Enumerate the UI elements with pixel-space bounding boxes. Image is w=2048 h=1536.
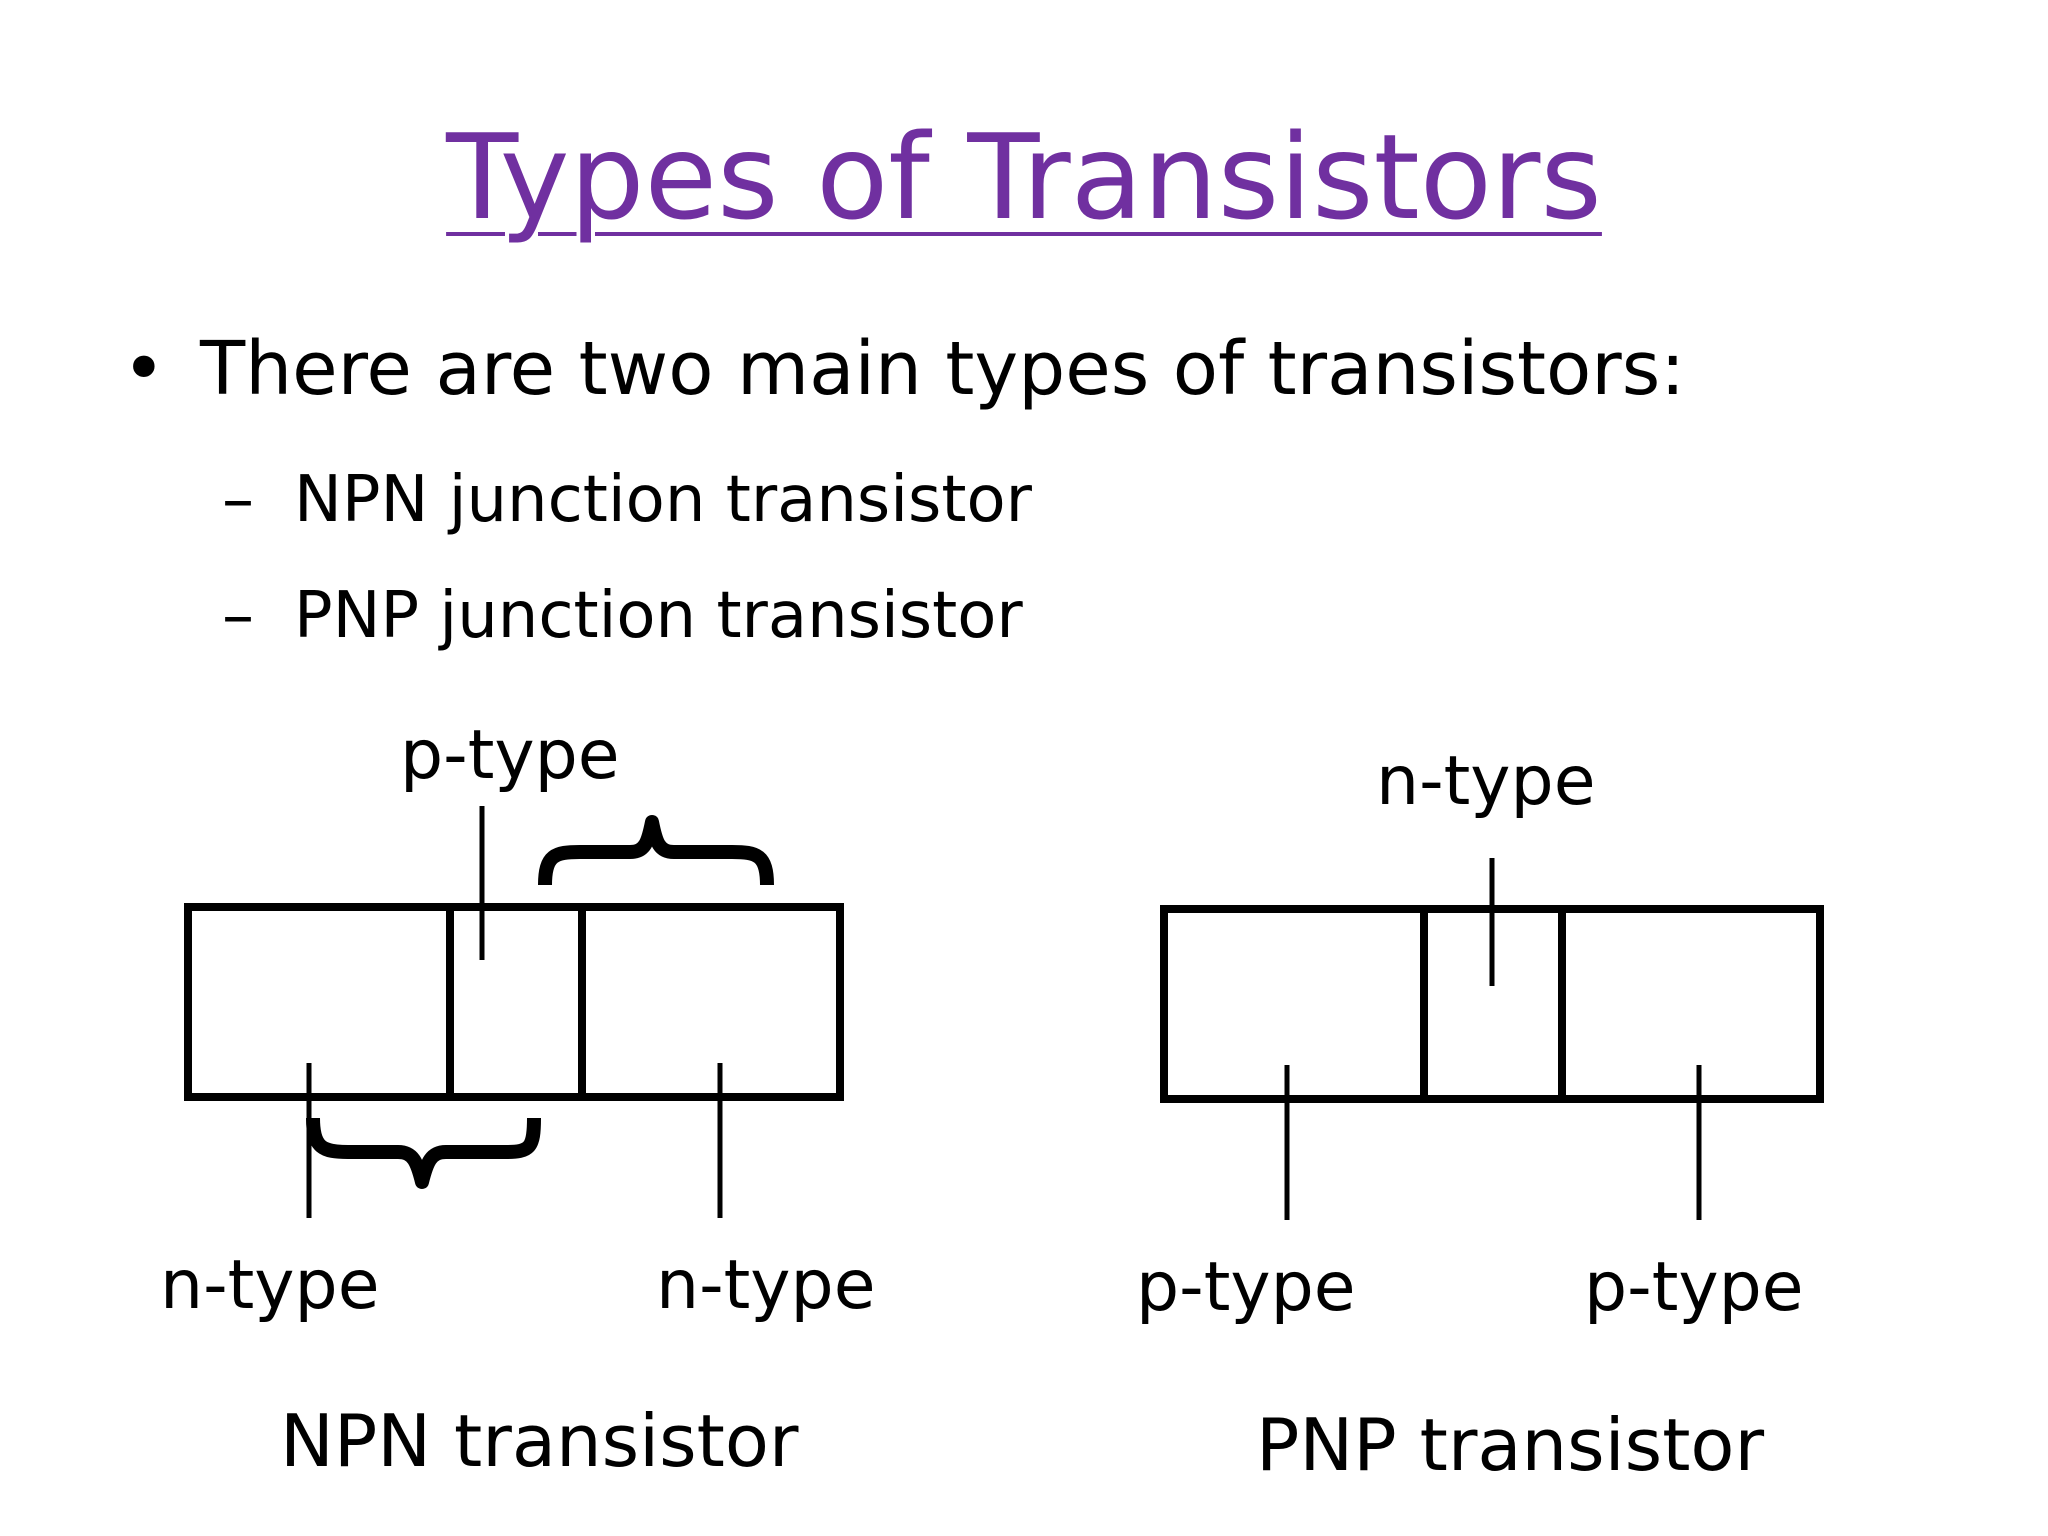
pnp-emitter-region [1160, 905, 1428, 1103]
npn-middle-label: p-type [400, 716, 620, 795]
pnp-caption: PNP transistor [1256, 1403, 1765, 1487]
sub-marker: – [222, 579, 254, 653]
pnp-middle-label: n-type [1376, 742, 1596, 821]
slide-title: Types of Transistors [446, 108, 1602, 246]
bullet-text: There are two main types of transistors: [200, 326, 1686, 412]
npn-emitter-region [184, 903, 454, 1101]
pnp-right-label: p-type [1584, 1248, 1804, 1327]
npn-left-label: n-type [160, 1246, 380, 1325]
npn-bottom-brace [306, 1117, 541, 1189]
pnp-diagram [1160, 858, 1824, 1220]
npn-collector-region [578, 903, 844, 1101]
npn-base-region [446, 903, 586, 1101]
pnp-collector-region [1558, 905, 1824, 1103]
npn-diagram [184, 806, 844, 1218]
npn-top-brace [538, 815, 774, 886]
pnp-left-label: p-type [1136, 1248, 1356, 1327]
sub-item-pnp: –PNP junction transistor [222, 584, 1023, 648]
npn-right-label: n-type [656, 1246, 876, 1325]
sub-item-npn: –NPN junction transistor [222, 468, 1032, 532]
sub-marker: – [222, 463, 254, 537]
bullet-item: •There are two main types of transistors… [122, 332, 1685, 406]
sub-item-text: PNP junction transistor [294, 579, 1023, 653]
npn-caption: NPN transistor [280, 1399, 799, 1483]
bullet-marker: • [122, 326, 166, 412]
sub-item-text: NPN junction transistor [294, 463, 1032, 537]
